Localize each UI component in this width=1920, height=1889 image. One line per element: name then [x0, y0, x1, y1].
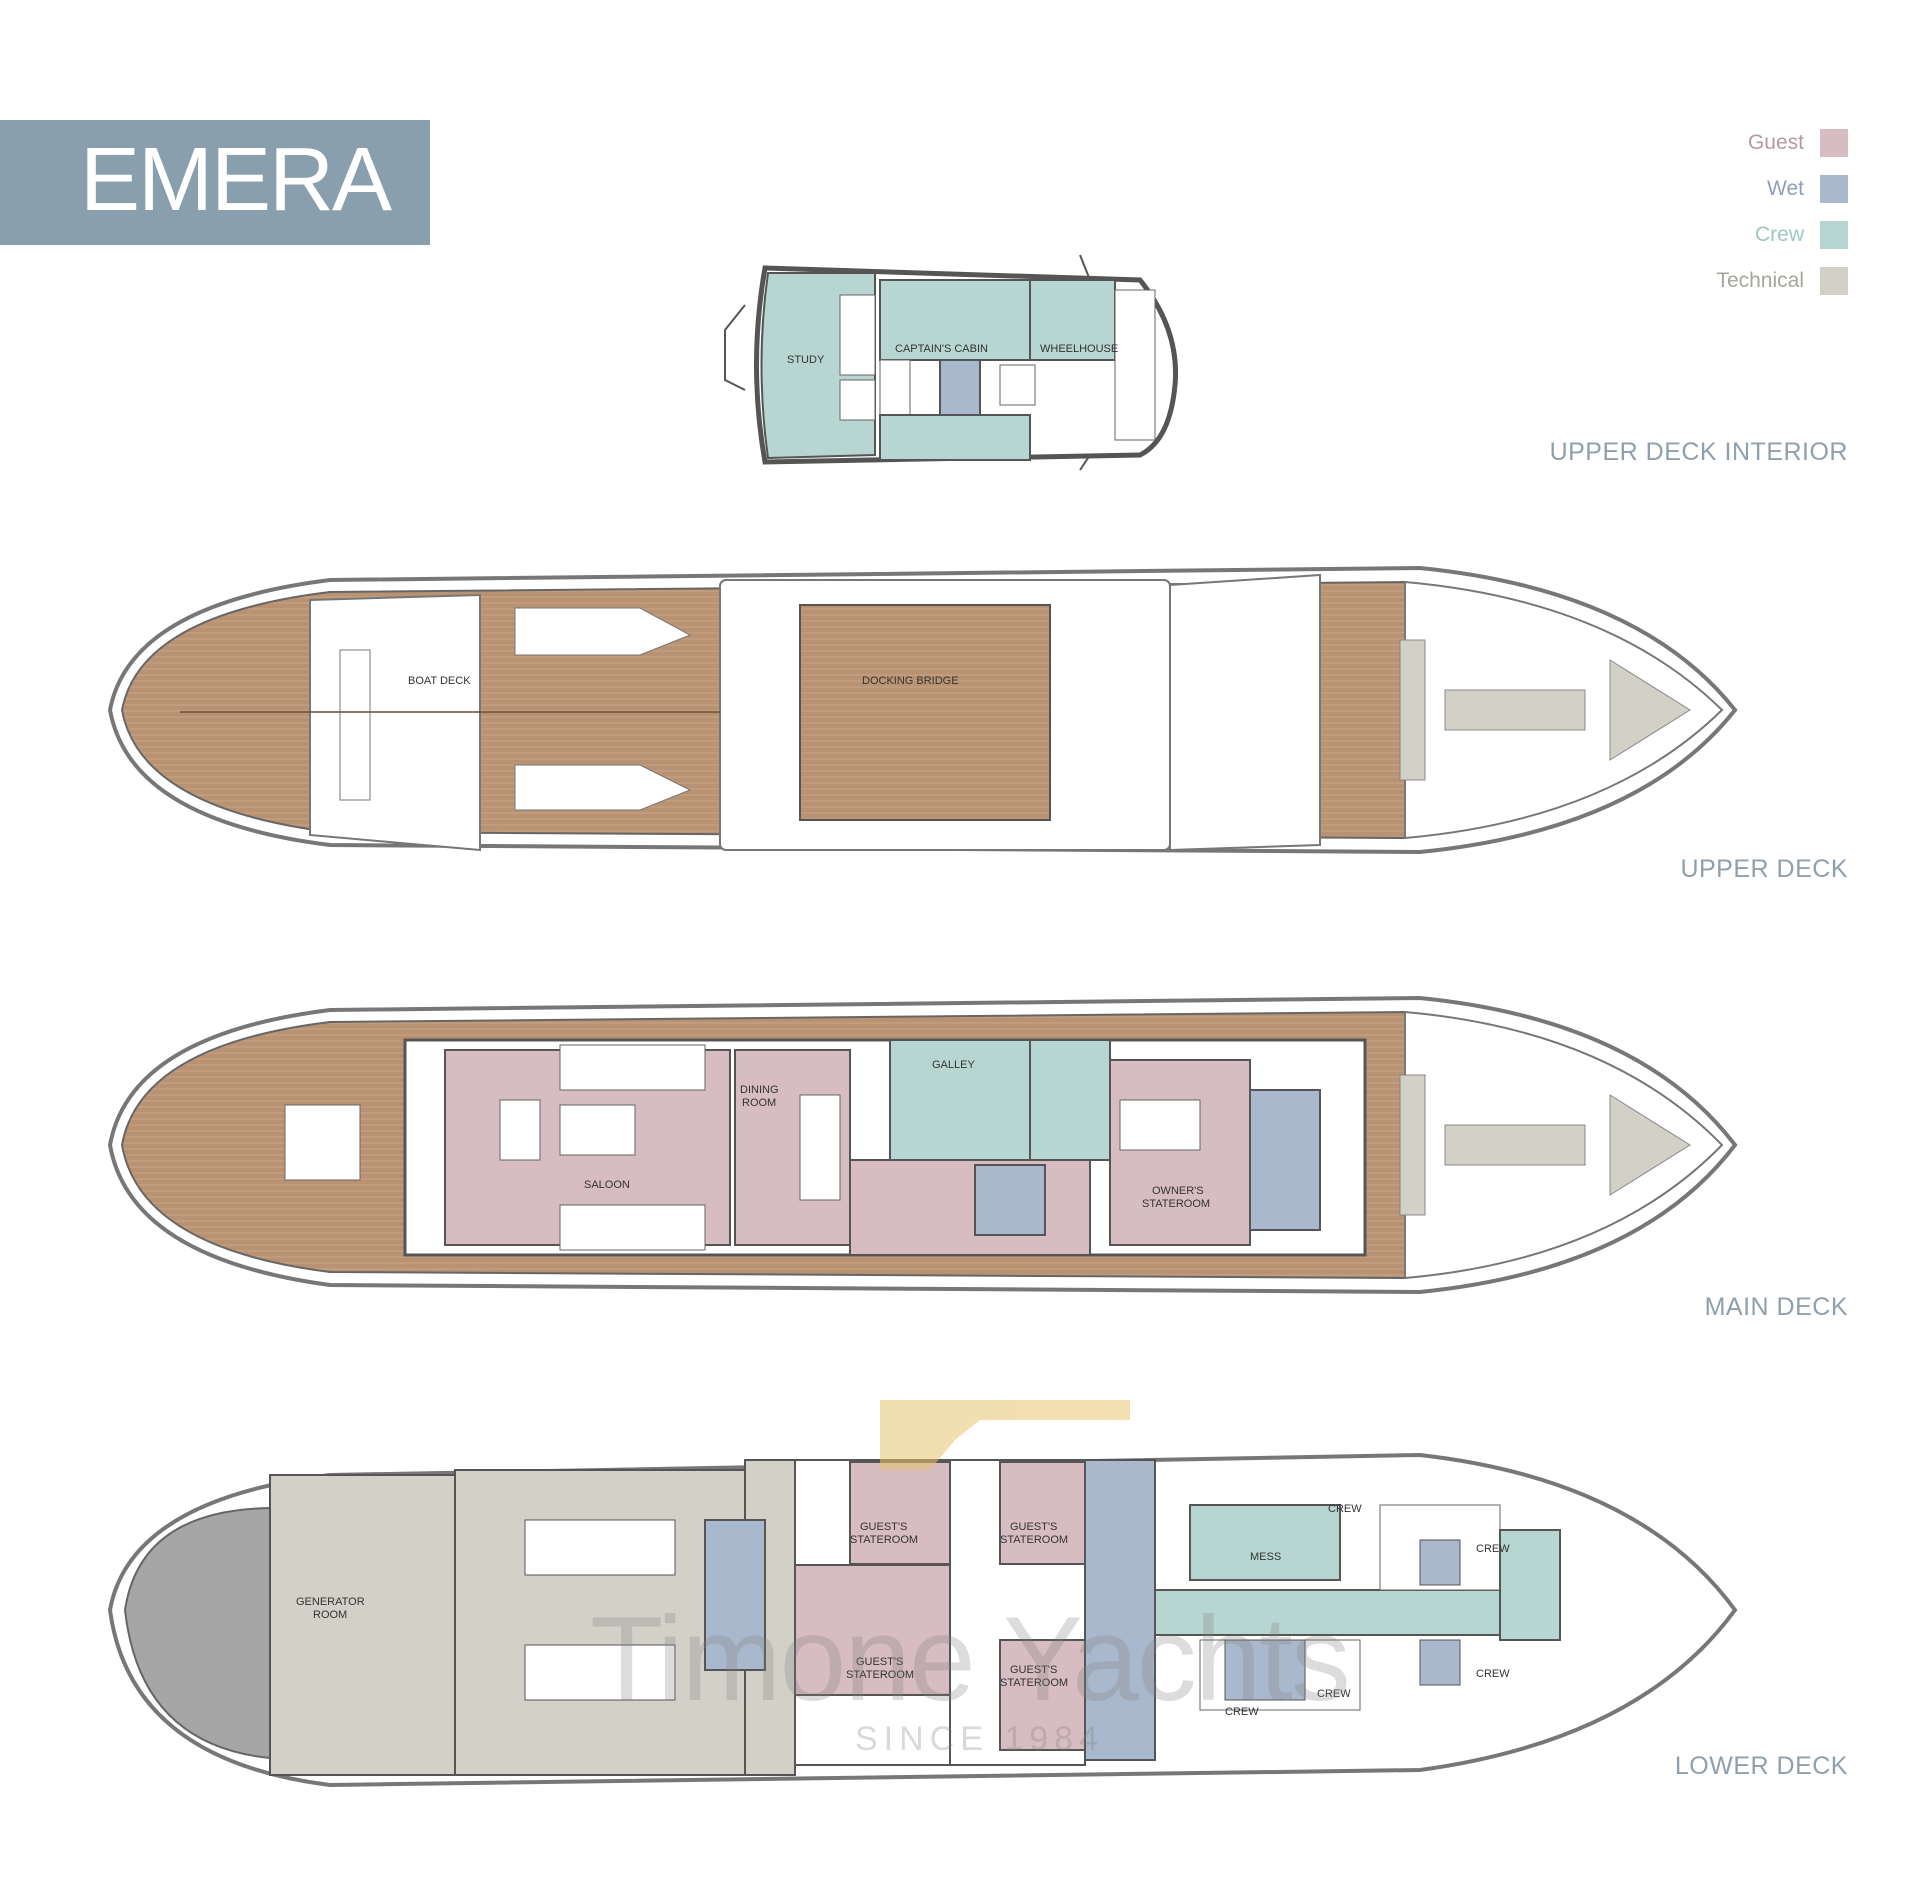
room-label-crew-1: CREW: [1328, 1503, 1362, 1515]
room-label-owners-1: OWNER'S: [1152, 1185, 1204, 1197]
room-label-guest-4a: GUEST'S: [1010, 1664, 1057, 1676]
watermark-since: SINCE 1984: [855, 1720, 1104, 1758]
legend-swatch-crew: [1820, 221, 1848, 249]
deck-label-upper-interior: UPPER DECK INTERIOR: [1549, 438, 1848, 466]
deck-label-lower: LOWER DECK: [1674, 1752, 1848, 1780]
room-label-guest-3a: GUEST'S: [856, 1656, 903, 1668]
room-label-crew-3: CREW: [1476, 1668, 1510, 1680]
room-label-generator-1: GENERATOR: [296, 1596, 365, 1608]
room-label-wheelhouse: WHEELHOUSE: [1040, 343, 1118, 355]
room-label-crew-4: CREW: [1317, 1688, 1351, 1700]
room-label-galley: GALLEY: [932, 1059, 975, 1071]
legend-label: Crew: [1754, 223, 1804, 246]
legend-label: Guest: [1747, 131, 1804, 154]
room-label-guest-4b: STATEROOM: [1000, 1677, 1068, 1689]
room-label-crew-2: CREW: [1476, 1543, 1510, 1555]
room-label-captains-cabin: CAPTAIN'S CABIN: [895, 343, 988, 355]
room-label-owners-2: STATEROOM: [1142, 1198, 1210, 1210]
upper-deck-interior-plan: STUDY CAPTAIN'S CABIN WHEELHOUSE: [724, 254, 1179, 471]
yacht-name: EMERA: [80, 130, 392, 230]
room-label-crew-5: CREW: [1225, 1706, 1259, 1718]
legend-item-technical: Technical: [1588, 258, 1848, 304]
room-label-dining-2: ROOM: [742, 1097, 776, 1109]
room-label-mess: MESS: [1250, 1551, 1281, 1563]
room-label-guest-1b: STATEROOM: [850, 1534, 918, 1546]
main-deck-plan: SALOON DINING ROOM GALLEY OWNER'S STATER…: [107, 995, 1738, 1295]
legend-label: Wet: [1767, 177, 1804, 200]
room-label-boat-deck: BOAT DECK: [408, 675, 471, 687]
legend-item-crew: Crew: [1588, 212, 1848, 258]
color-legend: Guest Wet Crew Technical: [1588, 120, 1848, 304]
deck-label-main: MAIN DECK: [1704, 1293, 1848, 1321]
room-label-guest-3b: STATEROOM: [846, 1669, 914, 1681]
room-label-docking-bridge: DOCKING BRIDGE: [862, 675, 959, 687]
room-label-generator-2: ROOM: [313, 1609, 347, 1621]
room-label-study: STUDY: [787, 354, 825, 366]
legend-item-guest: Guest: [1588, 120, 1848, 166]
room-label-guest-2a: GUEST'S: [1010, 1521, 1057, 1533]
deck-label-upper: UPPER DECK: [1680, 855, 1848, 883]
watermark-name: Timone Yachts: [590, 1592, 1351, 1726]
lower-deck-plan: GENERATOR ROOM GUEST'S STATEROOM GUEST'S…: [107, 1452, 1738, 1788]
room-label-guest-2b: STATEROOM: [1000, 1534, 1068, 1546]
legend-item-wet: Wet: [1588, 166, 1848, 212]
legend-swatch-technical: [1820, 267, 1848, 295]
title-banner: EMERA: [0, 120, 430, 245]
legend-label: Technical: [1716, 269, 1804, 292]
legend-swatch-guest: [1820, 129, 1848, 157]
room-label-guest-1a: GUEST'S: [860, 1521, 907, 1533]
room-label-dining-1: DINING: [740, 1084, 779, 1096]
legend-swatch-wet: [1820, 175, 1848, 203]
room-label-saloon: SALOON: [584, 1179, 630, 1191]
upper-deck-plan: BOAT DECK DOCKING BRIDGE: [107, 565, 1738, 855]
watermark-logo: [880, 1400, 1130, 1470]
